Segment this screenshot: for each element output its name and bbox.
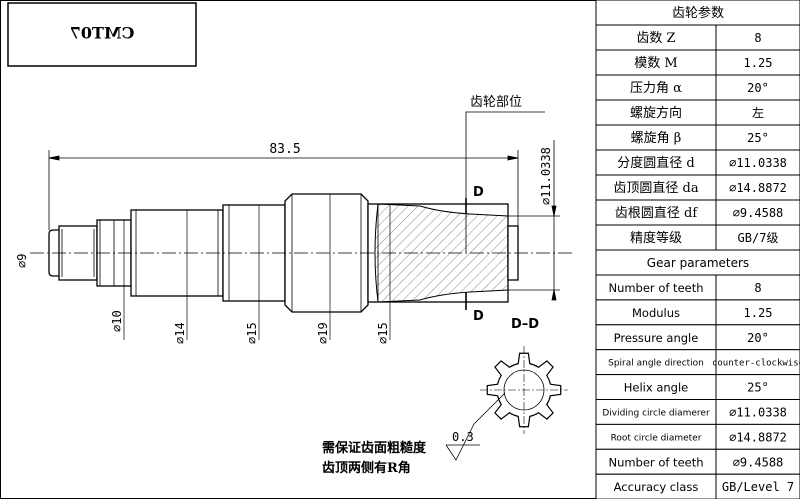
table-cell-value: ⌀11.0338 [729,405,787,419]
table-cell-label: Spiral angle direction [608,359,704,369]
table-row: Number of teeth ⌀9.4588 [595,448,800,475]
table-cell-value: GB/7级 [738,231,779,245]
roughness-symbol [445,392,506,461]
table-cell-label: 精度等级 [630,230,682,246]
dimension-d15-a: ⌀15 [245,322,259,344]
table-cell-label: Accuracy class [614,480,699,494]
table-cell-value: ⌀9.4588 [733,455,784,469]
table-cell-label: 螺旋方向 [630,105,682,121]
table-cell-value: ⌀11.0338 [729,156,787,170]
table-row: Root circle diameter ⌀14.8872 [595,423,800,450]
overall-length-dimension [48,150,519,230]
table-row: 压力角 α 20° [595,74,800,101]
table-cell-label: Pressure angle [614,331,699,345]
gear-location-label: 齿轮部位 [470,95,522,110]
table-cell-value: 20° [747,81,769,95]
table-cell-value: 左 [752,105,764,120]
table-cell-value: ⌀14.8872 [729,181,787,195]
part-code: CMT07 [70,24,135,43]
table-row: Spiral angle direction counter-clockwise [595,349,800,376]
diameter-dimension-lines [58,194,391,340]
table-cell-value: counter-clockwise [712,359,800,369]
section-mark-bottom: D [473,309,484,324]
table-row: Accuracy class GB/Level 7 [595,473,800,499]
table-cell-value: 1.25 [744,306,773,320]
table-cell-value: 8 [754,31,761,45]
dimension-d9: ⌀9 [15,254,29,268]
title-code-box: CMT07 [7,2,197,67]
table-cell-value: 25° [747,131,769,145]
note-line-1: 需保证齿面粗糙度 [322,440,427,456]
gear-diameter-label: ⌀11.0338 [539,147,553,205]
gear-diameter-dimension [508,140,560,301]
note-line-2: 齿顶两侧有R角 [322,460,411,476]
table-cell-label: 分度圆直径 d [617,155,694,171]
table-cell-label: Number of teeth [608,455,703,469]
table-cell-value: GB/Level 7 [722,480,794,494]
overall-length-label: 83.5 [269,142,300,157]
table-cell-label: Number of teeth [608,281,703,295]
table-cell-value: 25° [747,381,769,395]
table-row: Number of teeth 8 [595,274,800,301]
dimension-d19: ⌀19 [316,322,330,344]
table-row: 齿顶圆直径 da ⌀14.8872 [595,174,800,201]
table-cell-value: 1.25 [744,56,773,70]
table-cn-header: 齿轮参数 [672,5,724,21]
table-row: 齿数 Z 8 [595,24,800,51]
table-cell-label: Modulus [632,306,680,320]
table-row: 螺旋角 β 25° [595,124,800,151]
table-cell-value: 20° [747,331,769,345]
table-cell-value: 8 [754,281,761,295]
table-row: Dividing circle diamerer ⌀11.0338 [595,399,800,425]
table-cell-label: 齿根圆直径 df [615,206,698,221]
table-cell-label: Root circle diameter [611,433,702,443]
table-cell-label: Dividing circle diamerer [602,408,710,418]
gear-teeth-profile [486,352,562,428]
table-row: Pressure angle 20° [595,324,800,351]
dimension-d14: ⌀14 [173,322,187,344]
section-mark-top: D [473,185,484,200]
section-title: D–D [511,317,539,332]
table-row: Helix angle 25° [595,374,800,401]
table-cell-label: 压力角 α [630,81,682,96]
table-cell-value: ⌀9.4588 [733,206,784,220]
table-cell-label: 齿顶圆直径 da [613,181,698,196]
table-row: 分度圆直径 d ⌀11.0338 [595,149,800,176]
dimension-d10: ⌀10 [110,310,124,332]
table-en-header: Gear parameters [647,256,749,270]
table-row: 模数 M 1.25 [595,49,800,76]
table-cell-label: Helix angle [624,381,688,395]
table-row: 齿根圆直径 df ⌀9.4588 [595,199,800,226]
gear-cross-section [480,346,568,434]
table-cell-label: 模数 M [634,56,677,71]
roughness-value: 0.3 [452,430,474,444]
table-cell-value: ⌀14.8872 [729,430,787,444]
table-row: 螺旋方向 左 [595,99,800,126]
table-row: Modulus 1.25 [595,299,800,326]
table-cell-label: 齿数 Z [636,31,675,46]
table-row: 精度等级 GB/7级 [595,224,800,251]
table-cell-label: 螺旋角 β [631,131,682,146]
dimension-d15-b: ⌀15 [376,322,390,344]
